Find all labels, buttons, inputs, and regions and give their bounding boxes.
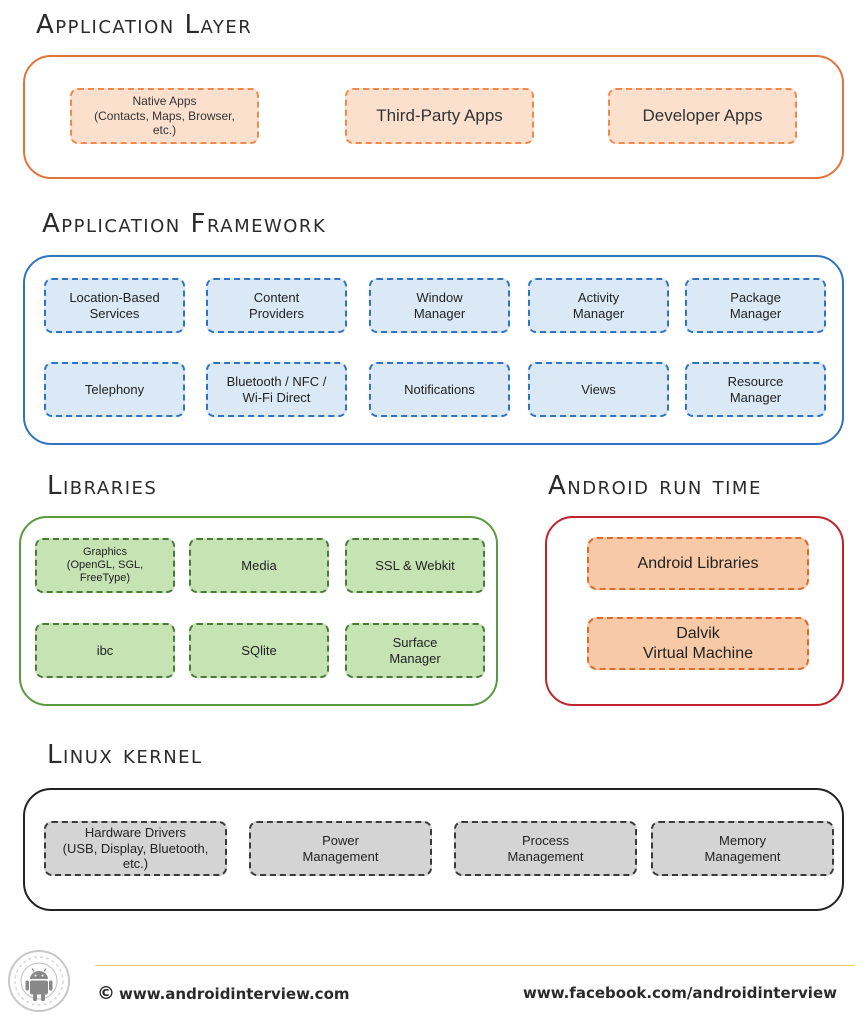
framework-item: Resource Manager bbox=[685, 362, 826, 417]
framework-item: Window Manager bbox=[369, 278, 510, 333]
dalvik-vm-box: Dalvik Virtual Machine bbox=[587, 617, 809, 670]
library-item: Surface Manager bbox=[345, 623, 485, 678]
application-framework-heading: Application Framework bbox=[42, 209, 327, 239]
third-party-apps-box: Third-Party Apps bbox=[345, 88, 534, 144]
framework-item: Package Manager bbox=[685, 278, 826, 333]
library-item: ibc bbox=[35, 623, 175, 678]
footer-divider bbox=[95, 965, 855, 966]
kernel-item: Process Management bbox=[454, 821, 637, 876]
website-link[interactable]: www.androidinterview.com bbox=[119, 985, 350, 1003]
kernel-item: Hardware Drivers (USB, Display, Bluetoot… bbox=[44, 821, 227, 876]
framework-item: Notifications bbox=[369, 362, 510, 417]
library-item: Media bbox=[189, 538, 329, 593]
libraries-heading: Libraries bbox=[47, 471, 158, 501]
website-footer: ©www.androidinterview.com bbox=[97, 983, 350, 1004]
kernel-item: Memory Management bbox=[651, 821, 834, 876]
android-robot-logo-icon bbox=[6, 948, 72, 1014]
android-runtime-heading: Android run time bbox=[548, 471, 762, 501]
android-libraries-box: Android Libraries bbox=[587, 537, 809, 590]
framework-item: Activity Manager bbox=[528, 278, 669, 333]
library-item: SSL & Webkit bbox=[345, 538, 485, 593]
framework-item: Location-Based Services bbox=[44, 278, 185, 333]
facebook-link[interactable]: www.facebook.com/androidinterview bbox=[523, 984, 837, 1002]
application-layer-heading: Application Layer bbox=[36, 10, 253, 40]
framework-item: Bluetooth / NFC / Wi-Fi Direct bbox=[206, 362, 347, 417]
framework-item: Telephony bbox=[44, 362, 185, 417]
library-item: Graphics (OpenGL, SGL, FreeType) bbox=[35, 538, 175, 593]
native-apps-box: Native Apps (Contacts, Maps, Browser, et… bbox=[70, 88, 259, 144]
framework-item: Views bbox=[528, 362, 669, 417]
framework-item: Content Providers bbox=[206, 278, 347, 333]
copyright-icon: © bbox=[97, 983, 115, 1004]
library-item: SQlite bbox=[189, 623, 329, 678]
kernel-item: Power Management bbox=[249, 821, 432, 876]
linux-kernel-heading: Linux kernel bbox=[47, 740, 203, 770]
developer-apps-box: Developer Apps bbox=[608, 88, 797, 144]
